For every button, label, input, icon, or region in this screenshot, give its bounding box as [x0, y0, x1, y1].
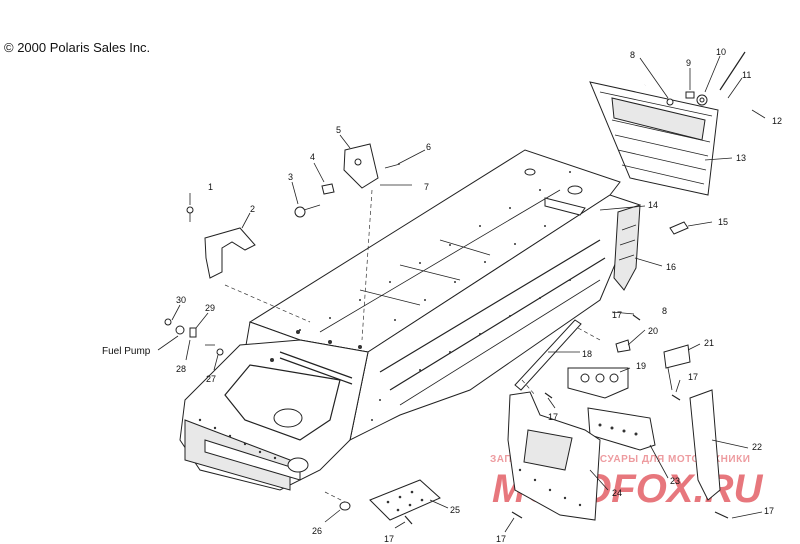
part-number-17-a: 17	[612, 310, 622, 320]
part-number-11: 11	[742, 70, 751, 80]
watermark-tagline: ЗАПЧАСТИ И АКСЕССУАРЫ ДЛЯ МОТОТЕХНИКИ	[490, 454, 750, 465]
part-number-23: 23	[670, 476, 680, 486]
part-number-1: 1	[208, 182, 213, 192]
part-number-25: 25	[450, 505, 460, 515]
part-number-10: 10	[716, 47, 726, 57]
fuel-pump-label: Fuel Pump	[102, 346, 151, 357]
part-number-14: 14	[648, 200, 658, 210]
part-number-17-f: 17	[384, 534, 394, 544]
part-number-8-side: 8	[662, 306, 667, 316]
part-number-17-c: 17	[548, 412, 558, 422]
part-number-4: 4	[310, 152, 315, 162]
leader-lines	[157, 55, 766, 533]
part-number-27: 27	[206, 374, 216, 384]
part-number-20: 20	[648, 326, 658, 336]
part-number-28: 28	[176, 364, 186, 374]
rear-bumper-and-flap	[589, 4, 799, 196]
part-number-26: 26	[312, 526, 322, 536]
chassis-assembly	[179, 149, 641, 491]
left-hardware	[164, 143, 729, 525]
part-number-18: 18	[582, 349, 592, 359]
part-number-3: 3	[288, 172, 293, 182]
part-number-9: 9	[686, 58, 691, 68]
part-number-13: 13	[736, 153, 746, 163]
part-number-30: 30	[176, 295, 186, 305]
part-number-12: 12	[772, 116, 782, 126]
part-number-17-d: 17	[764, 506, 774, 516]
part-number-15: 15	[718, 217, 728, 227]
part-number-17-e: 17	[496, 534, 506, 544]
part-number-8-top: 8	[630, 50, 635, 60]
part-number-29: 29	[205, 303, 215, 313]
copyright-text: © 2000 Polaris Sales Inc.	[4, 40, 150, 55]
part-number-19: 19	[636, 361, 646, 371]
part-number-2: 2	[250, 204, 255, 214]
part-number-7: 7	[424, 182, 429, 192]
part-number-6: 6	[426, 142, 431, 152]
part-number-5: 5	[336, 125, 341, 135]
part-number-16: 16	[666, 262, 676, 272]
part-number-22: 22	[752, 442, 762, 452]
part-number-21: 21	[704, 338, 714, 348]
part-number-24: 24	[612, 488, 622, 498]
part-number-17-b: 17	[688, 372, 698, 382]
part-numbers: 1 2 3 4 5 6 7 8 9 10 11 12 13 14 15 16 1…	[102, 47, 782, 544]
side-parts	[507, 204, 721, 521]
